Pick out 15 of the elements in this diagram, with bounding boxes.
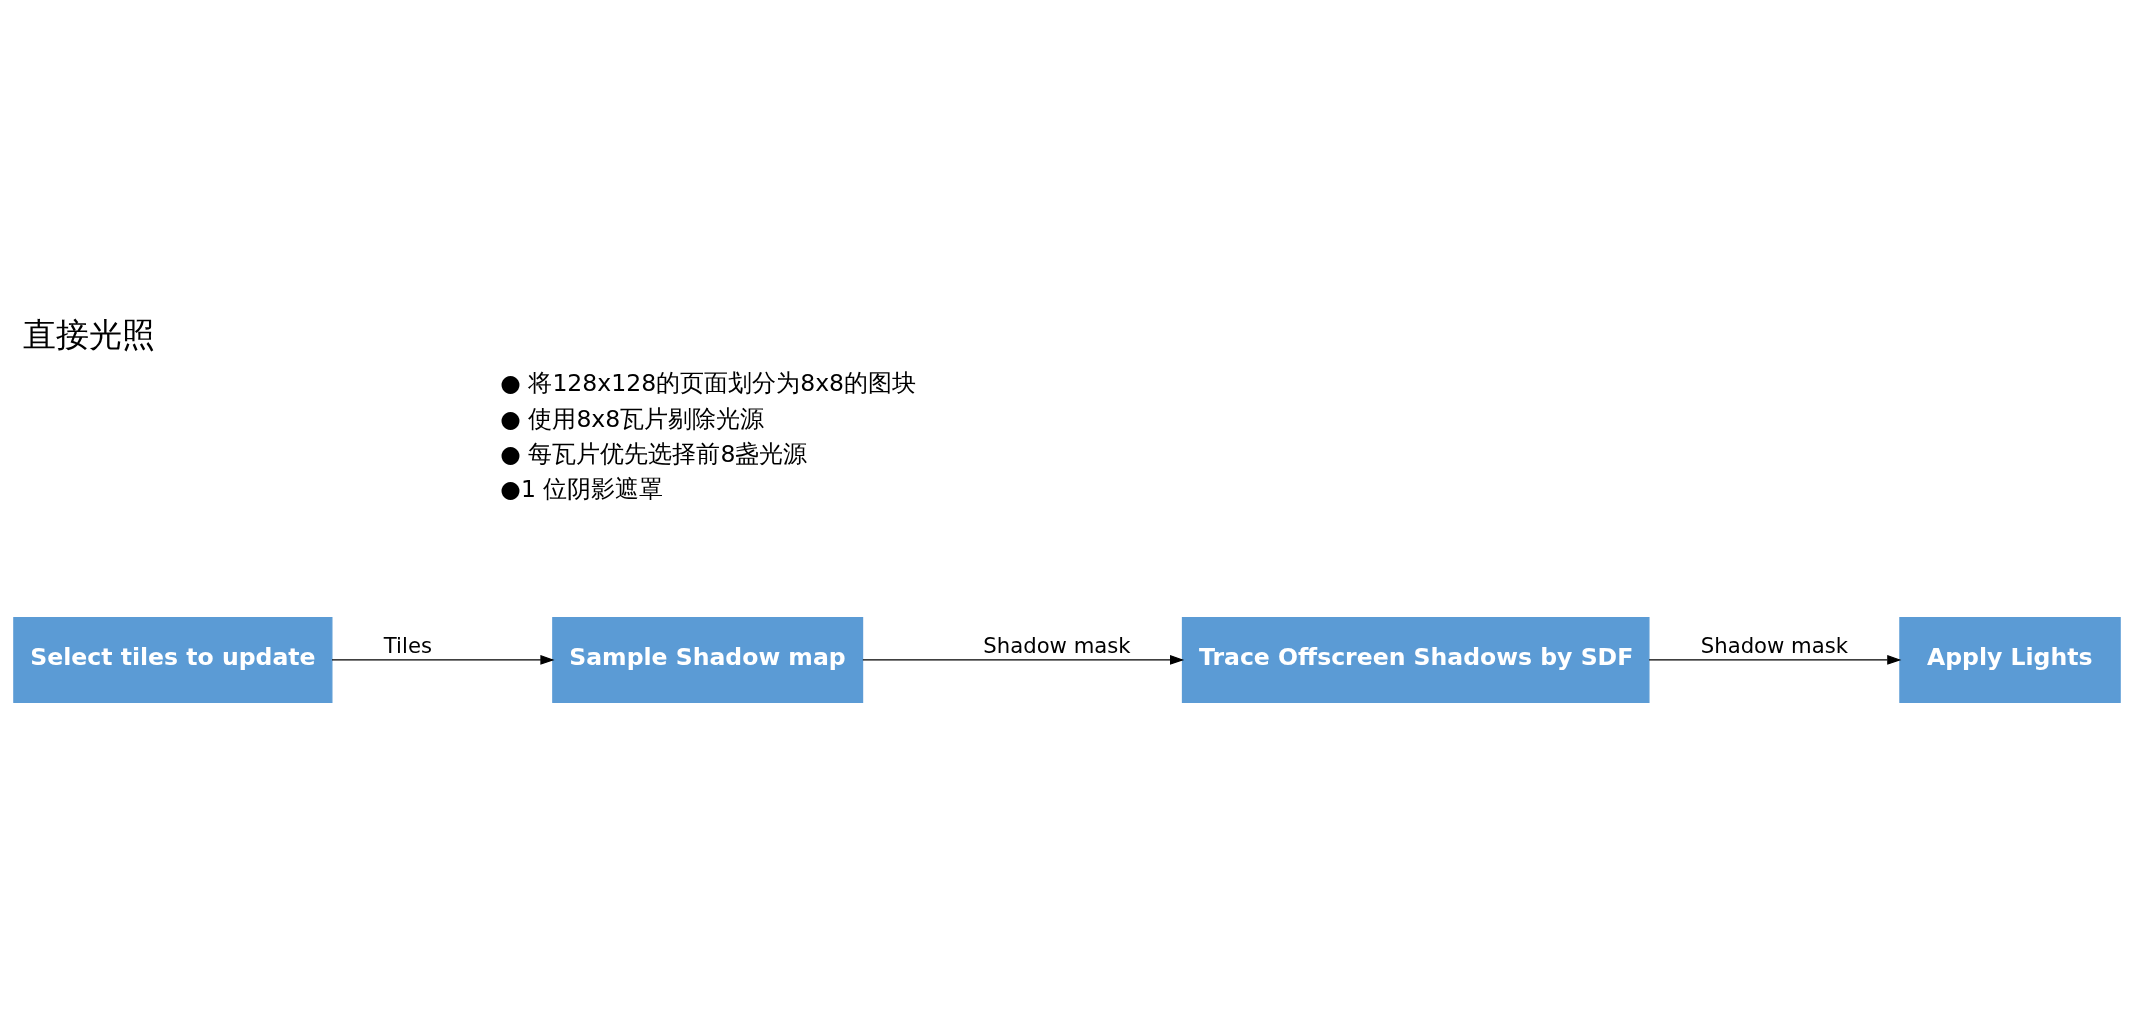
node-box: Trace Offscreen Shadows by SDF (1181, 616, 1650, 703)
node-box: Sample Shadow map (552, 616, 864, 703)
node-box: Select tiles to update (13, 616, 333, 703)
arrow (862, 654, 1185, 665)
node-box: Apply Lights (1899, 616, 2121, 703)
label: ● 将128x128的页面划分为8x8的图块 (500, 368, 917, 397)
label: ● 使用8x8瓦片剔除光源 (500, 404, 765, 433)
arrow (331, 654, 555, 665)
edge-label: Shadow mask (983, 632, 1131, 658)
diagram-title: 直接光照 (23, 314, 156, 354)
edge-label: Shadow mask (1700, 632, 1849, 658)
arrow (1648, 654, 1902, 665)
edge-label: Tiles (383, 632, 432, 658)
label: ●1 位阴影遮罩 (500, 474, 664, 503)
label: ● 每瓦片优先选择前8盏光源 (500, 439, 808, 468)
